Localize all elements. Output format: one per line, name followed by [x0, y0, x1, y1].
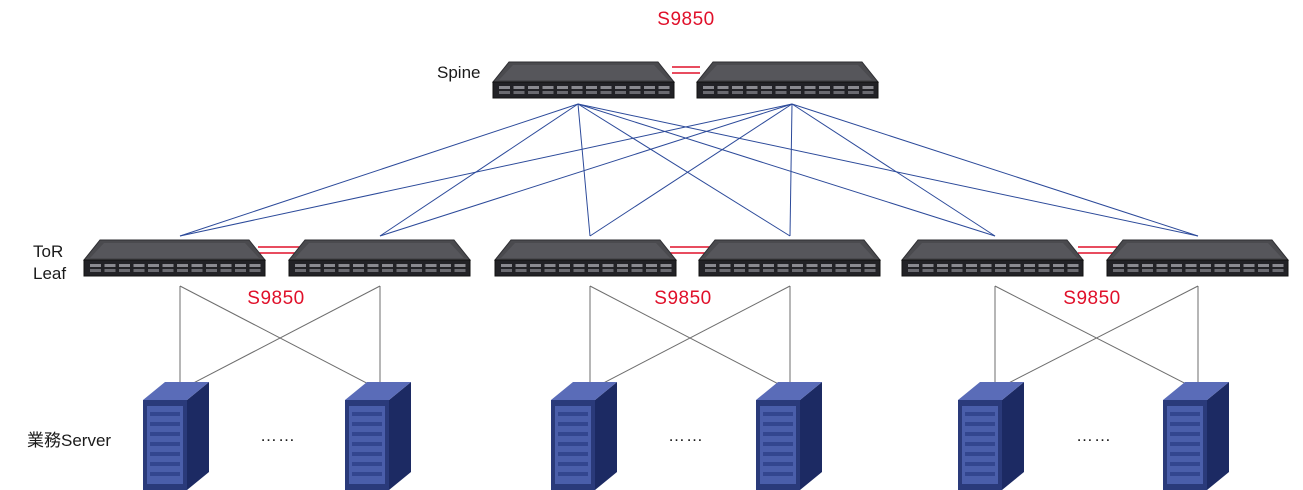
devices-layer: [82, 61, 1290, 490]
uplink-spine2-leaf2: [379, 103, 793, 237]
server-ellipsis-1: ……: [260, 426, 296, 445]
leaf-switch-3-icon: [493, 239, 678, 277]
tor-label: ToR: [33, 242, 63, 261]
leaf-model-label-3: S9850: [1063, 288, 1120, 309]
uplink-spine1-leaf2: [379, 103, 579, 237]
server-link-3-d: [994, 285, 1199, 391]
server-link-2-d: [589, 285, 791, 391]
server-5-icon: [958, 382, 1024, 490]
server-3-icon: [551, 382, 617, 490]
server-1-icon: [143, 382, 209, 490]
uplink-spine1-leaf1: [179, 103, 579, 237]
leaf-switch-1-icon: [82, 239, 267, 277]
server-ellipsis-2: ……: [668, 426, 704, 445]
uplink-spine1-leaf4: [577, 103, 791, 237]
leaf-switch-2-icon: [287, 239, 472, 277]
spine-switch-2-icon: [695, 61, 880, 99]
uplink-spine2-leaf3: [589, 103, 793, 237]
server-4-icon: [756, 382, 822, 490]
server-2-icon: [345, 382, 411, 490]
uplink-spine2-leaf6: [791, 103, 1199, 237]
uplink-spine2-leaf4: [789, 103, 793, 237]
leaf-label: Leaf: [33, 264, 66, 283]
spine-switch-1-icon: [491, 61, 676, 99]
server-6-icon: [1163, 382, 1229, 490]
leaf-model-label-1: S9850: [247, 288, 304, 309]
uplink-spine2-leaf5: [791, 103, 996, 237]
leaf-switch-6-icon: [1105, 239, 1290, 277]
uplink-spine2-leaf1: [179, 103, 793, 237]
server-link-1-d: [179, 285, 381, 391]
uplink-spine1-leaf3: [577, 103, 591, 237]
leaf-switch-5-icon: [900, 239, 1085, 277]
leaf-switch-4-icon: [697, 239, 882, 277]
spine-label: Spine: [437, 63, 480, 82]
links-layer: [179, 66, 1199, 391]
leaf-model-label-2: S9850: [654, 288, 711, 309]
uplink-spine1-leaf6: [577, 103, 1199, 237]
spine-model-label: S9850: [657, 9, 714, 30]
uplink-spine1-leaf5: [577, 103, 996, 237]
server-label: 業務Server: [27, 431, 111, 450]
server-ellipsis-3: ……: [1076, 426, 1112, 445]
